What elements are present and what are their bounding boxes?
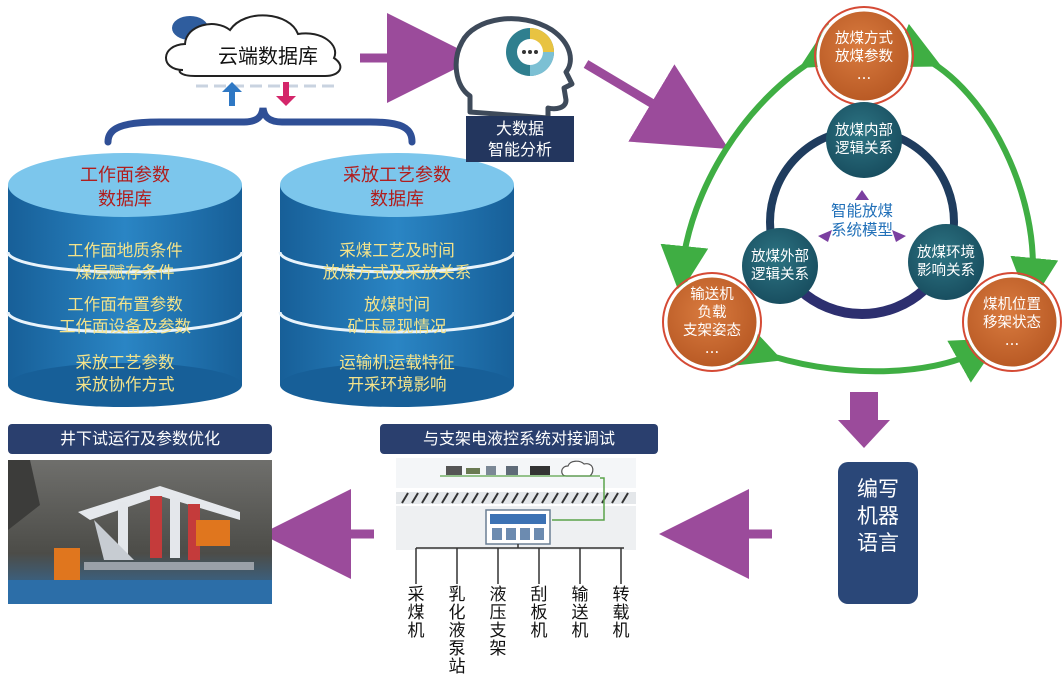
db-left-item: 工作面设备及参数	[59, 317, 191, 336]
equipment-emulsion-pump-station: 乳化液泵站	[448, 585, 466, 677]
equipment-conveyor: 输送机	[571, 585, 589, 641]
outer-top-line: 放煤参数	[835, 49, 893, 65]
cloud-icon	[165, 14, 342, 106]
analysis-line1: 大数据	[495, 119, 544, 138]
db-right-title-line1: 采放工艺参数	[343, 165, 451, 186]
inner-top-text: 放煤内部 逻辑关系	[824, 122, 904, 158]
inner-arrow-up-icon	[855, 190, 869, 200]
cloud-bracket	[104, 107, 416, 146]
db-right-group-1: 采煤工艺及时间 放煤方式及采放关系	[288, 240, 506, 284]
db-left-title-line2: 数据库	[98, 189, 152, 210]
inner-left-text: 放煤外部 逻辑关系	[740, 248, 820, 284]
outer-top-line: …	[856, 67, 872, 83]
database-cylinder-right	[278, 153, 516, 407]
db-right-item: 放煤时间	[364, 295, 430, 314]
outer-left-line: …	[704, 341, 720, 357]
equipment-scraper-conveyor: 刮板机	[530, 585, 548, 641]
analysis-line2: 智能分析	[487, 140, 552, 159]
db-left-group-1: 工作面地质条件 煤层赋存条件	[18, 240, 232, 284]
inner-right-line: 放煤环境	[917, 245, 975, 261]
machine-language-box: 编写 机器 语言	[838, 462, 918, 604]
db-left-item: 煤层赋存条件	[75, 263, 175, 282]
db-right-group-3: 运输机运载特征 开采环境影响	[288, 352, 506, 396]
outer-right-line: …	[1004, 333, 1020, 349]
db-right-group-2: 放煤时间 矿压显现情况	[288, 294, 506, 338]
node-inner-right	[908, 224, 984, 300]
banner-underground-trial: 井下试运行及参数优化	[8, 424, 272, 454]
db-right-item: 放煤方式及采放关系	[322, 263, 472, 282]
arrow-analysis-to-model	[583, 60, 729, 150]
equipment-transfer-machine: 转载机	[612, 585, 630, 641]
db-left-item: 采放工艺参数	[75, 353, 175, 372]
code-box-line: 编写	[857, 477, 899, 501]
db-right-item: 矿压显现情况	[347, 317, 447, 336]
outer-left-line: 输送机	[690, 287, 734, 303]
db-right-title-line2: 数据库	[370, 189, 424, 210]
outer-left-line: 负载	[697, 305, 727, 321]
db-left-title-line1: 工作面参数	[80, 165, 170, 186]
inner-left-line: 放煤外部	[751, 249, 809, 265]
db-left-item: 工作面布置参数	[67, 295, 183, 314]
db-left-item: 采放协作方式	[75, 375, 175, 394]
outer-left-line: 支架姿态	[683, 323, 741, 339]
inner-right-text: 放煤环境 影响关系	[906, 244, 986, 280]
db-right-item: 开采环境影响	[347, 375, 447, 394]
equipment-shearer: 采煤机	[407, 585, 425, 641]
db-left-group-2: 工作面布置参数 工作面设备及参数	[18, 294, 232, 338]
db-left-group-3: 采放工艺参数 采放协作方式	[18, 352, 232, 396]
db-right-title: 采放工艺参数 数据库	[302, 164, 492, 212]
control-system-schematic	[396, 458, 636, 584]
center-line: 系统模型	[830, 221, 893, 239]
brain-head-icon	[453, 16, 575, 121]
inner-right-line: 影响关系	[917, 263, 975, 279]
db-left-title: 工作面参数 数据库	[30, 164, 220, 212]
inner-top-line: 放煤内部	[835, 123, 893, 139]
mine-photo	[8, 460, 272, 604]
node-inner-top	[826, 102, 902, 178]
outer-left-text: 输送机 负载 支架姿态 …	[668, 286, 756, 358]
db-left-item: 工作面地质条件	[67, 241, 183, 260]
db-right-item: 采煤工艺及时间	[339, 241, 455, 260]
outer-right-line: 移架状态	[983, 315, 1041, 331]
outer-top-text: 放煤方式 放煤参数 …	[820, 30, 908, 84]
inner-left-line: 逻辑关系	[751, 267, 809, 283]
outer-right-text: 煤机位置 移架状态 …	[968, 296, 1056, 350]
outer-right-line: 煤机位置	[983, 297, 1041, 313]
node-inner-left	[742, 228, 818, 304]
node-outer-right	[964, 274, 1060, 370]
node-outer-left	[664, 274, 760, 370]
inner-top-line: 逻辑关系	[835, 141, 893, 157]
center-line: 智能放煤	[830, 202, 893, 220]
outer-top-line: 放煤方式	[835, 31, 893, 47]
model-outer-cycle	[660, 23, 1059, 383]
database-cylinder-left	[6, 153, 244, 407]
equipment-hydraulic-support: 液压支架	[489, 585, 507, 659]
banner-integration-debug: 与支架电液控系统对接调试	[380, 424, 658, 454]
code-box-line: 语言	[857, 531, 899, 555]
model-center-label: 智能放煤 系统模型	[812, 202, 912, 240]
inner-arrow-left-icon	[818, 230, 832, 242]
code-box-line: 机器	[857, 504, 899, 528]
db-right-item: 运输机运载特征	[339, 353, 455, 372]
big-data-analysis-label: 大数据 智能分析	[466, 116, 574, 162]
inner-arrow-right-icon	[892, 230, 906, 242]
cloud-database-label: 云端数据库	[218, 44, 318, 68]
